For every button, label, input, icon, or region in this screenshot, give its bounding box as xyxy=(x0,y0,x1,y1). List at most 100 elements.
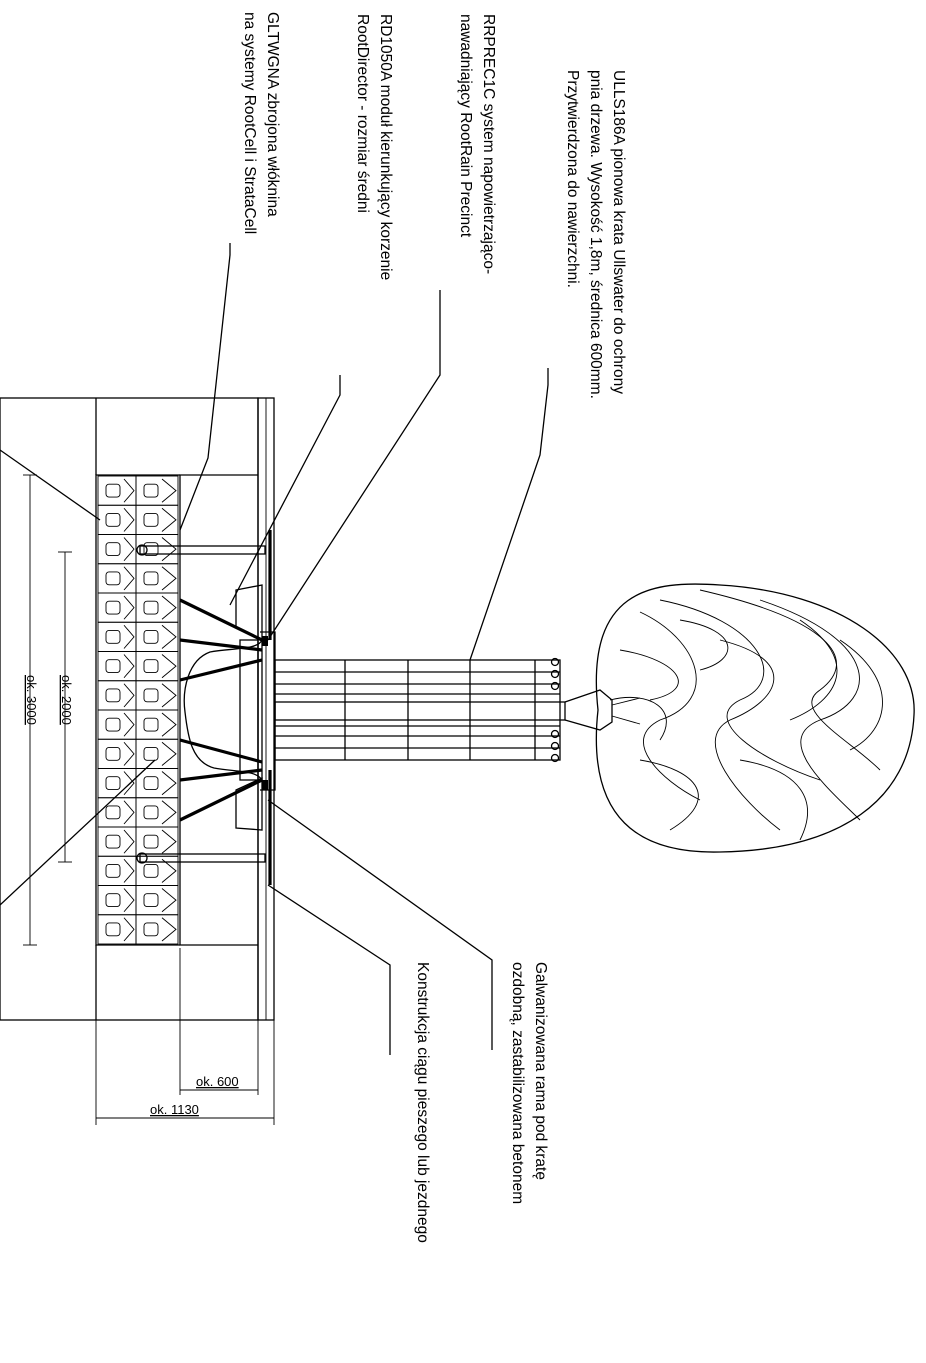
tree-canopy xyxy=(595,583,915,853)
label-tree-guard-line1: ULLS186A pionowa krata Ullswater do ochr… xyxy=(610,70,627,394)
soil-cell-opening xyxy=(105,542,121,557)
soil-cell xyxy=(135,475,179,506)
soil-cell-brace xyxy=(123,712,135,737)
soil-cell-modules xyxy=(97,475,179,945)
soil-cell-opening xyxy=(143,746,159,761)
soil-cell-opening xyxy=(143,776,159,791)
svg-text:pnia drzewa. Wysokość 1,8m, śr: pnia drzewa. Wysokość 1,8m, średnica 600… xyxy=(587,70,604,399)
soil-cell-brace xyxy=(123,654,135,679)
soil-cell xyxy=(135,797,179,828)
soil-cell-opening xyxy=(105,834,121,849)
soil-cell xyxy=(97,855,137,886)
soil-cell xyxy=(97,475,137,506)
soil-cell-brace xyxy=(161,712,177,737)
soil-cell-brace xyxy=(123,741,135,766)
soil-cell xyxy=(97,885,137,916)
soil-cell-brace xyxy=(123,917,135,942)
dimension-3000: ok. 3000 xyxy=(24,675,39,725)
soil-cell xyxy=(135,563,179,594)
soil-cell-opening xyxy=(143,571,159,586)
soil-cell xyxy=(135,592,179,623)
label-tree-guard-line2: pnia drzewa. Wysokość 1,8m, średnica 600… xyxy=(587,70,604,399)
soil-cell-brace xyxy=(123,800,135,825)
label-geotextile: GLTWGNA zbrojona włóknina na systemy Roo… xyxy=(241,12,281,234)
pavement-layers xyxy=(257,397,275,1021)
soil-cell-brace xyxy=(123,829,135,854)
label-pavement: Konstrukcja ciągu pieszego lub jezdnego xyxy=(414,962,431,1243)
label-frame-line2: ozdobną, zastabilizowana betonem xyxy=(509,962,526,1204)
soil-cell-brace xyxy=(123,858,135,883)
svg-text:ULLS186A pionowa krata Ullswat: ULLS186A pionowa krata Ullswater do ochr… xyxy=(610,70,627,394)
soil-cell-brace xyxy=(161,595,177,620)
soil-cell-brace xyxy=(123,624,135,649)
soil-cell xyxy=(135,855,179,886)
soil-cell-opening xyxy=(143,542,159,557)
soil-cell xyxy=(97,504,137,535)
soil-cell xyxy=(97,563,137,594)
dimension-2000: ok. 2000 xyxy=(59,675,74,725)
svg-text:RootDirector - rozmiar średni: RootDirector - rozmiar średni xyxy=(354,14,371,213)
soil-cell-brace xyxy=(161,888,177,913)
soil-cell-opening xyxy=(105,922,121,937)
svg-text:GLTWGNA zbrojona włóknina: GLTWGNA zbrojona włóknina xyxy=(264,12,281,217)
soil-cell xyxy=(135,826,179,857)
soil-cell-opening xyxy=(105,512,121,527)
soil-cell-opening xyxy=(143,922,159,937)
soil-cell-opening xyxy=(143,834,159,849)
soil-cell xyxy=(135,534,179,565)
soil-cell-opening xyxy=(105,746,121,761)
soil-cell-brace xyxy=(161,917,177,942)
soil-cell-opening xyxy=(143,600,159,615)
soil-cell-opening xyxy=(105,805,121,820)
soil-cell-brace xyxy=(161,741,177,766)
soil-cell-brace xyxy=(161,683,177,708)
svg-text:na systemy RootCell i StrataCe: na systemy RootCell i StrataCell xyxy=(241,12,258,234)
soil-cell-brace xyxy=(161,654,177,679)
soil-cell-brace xyxy=(123,888,135,913)
soil-cell xyxy=(97,680,137,711)
soil-cell xyxy=(135,680,179,711)
dimension-1130: ok. 1130 xyxy=(150,1102,199,1117)
soil-cell-opening xyxy=(143,659,159,674)
soil-cell-brace xyxy=(123,507,135,532)
soil-cell xyxy=(97,738,137,769)
soil-cell-brace xyxy=(123,595,135,620)
soil-cell-brace xyxy=(161,858,177,883)
soil-cell-opening xyxy=(105,717,121,732)
frame-posts xyxy=(136,544,266,864)
soil-cell xyxy=(135,738,179,769)
soil-cell xyxy=(97,914,137,945)
soil-cell xyxy=(135,709,179,740)
soil-cell-opening xyxy=(143,483,159,498)
dimensions xyxy=(23,474,275,1125)
label-aeration-system: RRPREC1C system napowietrzająco- nawadni… xyxy=(457,14,497,274)
soil-cell-opening xyxy=(143,688,159,703)
soil-cell-opening xyxy=(105,893,121,908)
soil-cell-opening xyxy=(105,659,121,674)
vertical-tree-guard xyxy=(274,657,561,763)
svg-text:RRPREC1C system napowietrzając: RRPREC1C system napowietrzająco- xyxy=(480,14,497,274)
soil-cell-brace xyxy=(123,478,135,503)
soil-cell xyxy=(97,621,137,652)
soil-cell-brace xyxy=(123,537,135,562)
soil-cell-brace xyxy=(161,478,177,503)
leader-lines xyxy=(0,243,549,1055)
soil-cell-opening xyxy=(143,717,159,732)
soil-cell-brace xyxy=(161,507,177,532)
soil-cell xyxy=(135,504,179,535)
label-pavement-line1: Konstrukcja ciągu pieszego lub jezdnego xyxy=(414,962,431,1243)
soil-cell-brace xyxy=(123,683,135,708)
svg-text:nawadniający RootRain Precinct: nawadniający RootRain Precinct xyxy=(457,14,474,238)
soil-cell-brace xyxy=(161,624,177,649)
label-geotextile-line1: GLTWGNA zbrojona włóknina xyxy=(264,12,281,217)
svg-text:Galwanizowana rama pod kratę: Galwanizowana rama pod kratę xyxy=(532,962,549,1180)
label-root-director-line2: RootDirector - rozmiar średni xyxy=(354,14,371,213)
label-aeration-line1: RRPREC1C system napowietrzająco- xyxy=(480,14,497,274)
soil-cell-brace xyxy=(161,537,177,562)
soil-cell-opening xyxy=(105,688,121,703)
label-geotextile-line2: na systemy RootCell i StrataCell xyxy=(241,12,258,234)
soil-cell-brace xyxy=(161,771,177,796)
svg-text:Konstrukcja ciągu pieszego lub: Konstrukcja ciągu pieszego lub jezdnego xyxy=(414,962,431,1243)
soil-cell xyxy=(97,826,137,857)
